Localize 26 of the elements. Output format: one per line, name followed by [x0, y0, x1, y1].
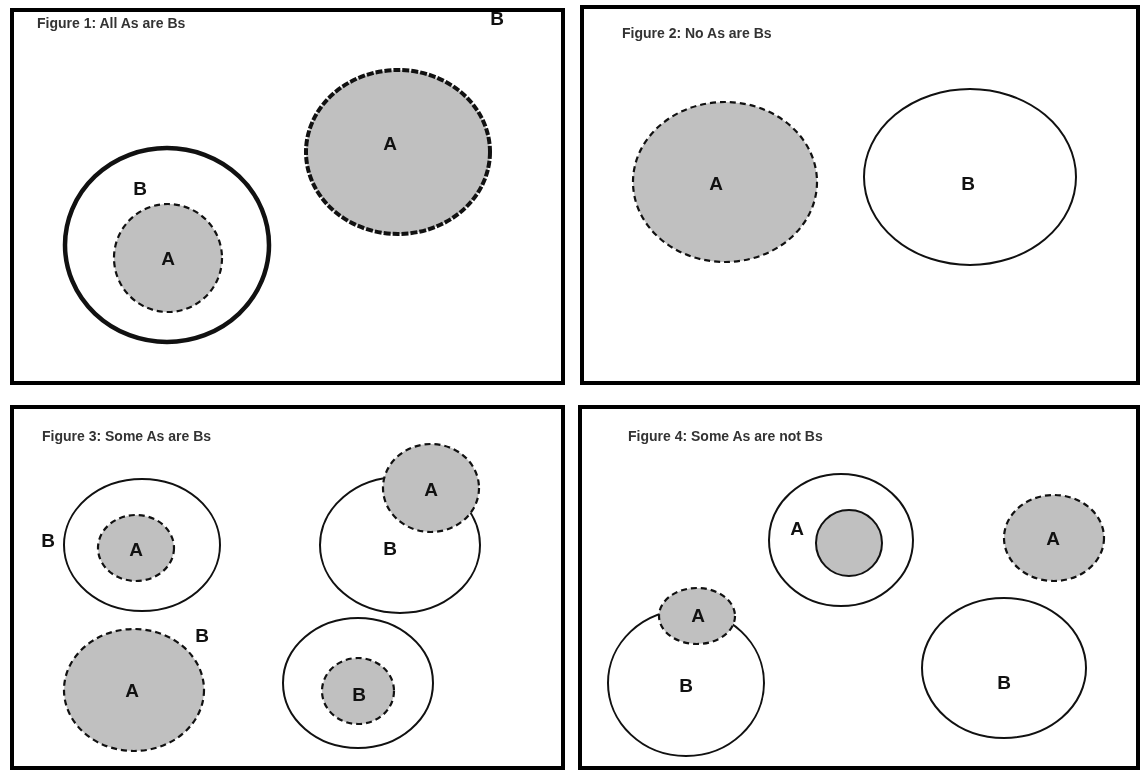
figure-heading: Figure 2: No As are Bs — [622, 26, 772, 40]
set-label: B — [195, 625, 209, 645]
figure-panel — [10, 405, 565, 770]
set-label: A — [383, 133, 397, 153]
set-label: B — [133, 178, 147, 198]
set-label: A — [790, 518, 804, 538]
figure-panel — [578, 405, 1140, 770]
set-label: A — [424, 479, 438, 499]
set-label: B — [41, 530, 55, 550]
set-label: B — [383, 538, 397, 558]
set-label: B — [997, 672, 1011, 692]
set-label: B — [679, 675, 693, 695]
figure-heading: Figure 1: All As are Bs — [37, 16, 186, 30]
set-label: A — [691, 605, 705, 625]
figure-heading: Figure 3: Some As are Bs — [42, 429, 212, 443]
figure-heading: Figure 4: Some As are not Bs — [628, 429, 823, 443]
set-label: A — [709, 173, 723, 193]
set-label: B — [961, 173, 975, 193]
figure-panel — [10, 8, 565, 385]
set-label: A — [1046, 528, 1060, 548]
set-label: B — [352, 684, 366, 704]
set-label: A — [129, 539, 143, 559]
set-label: A — [125, 680, 139, 700]
figure-panel — [580, 5, 1140, 385]
set-label: B — [490, 8, 504, 28]
set-label: A — [161, 248, 175, 268]
